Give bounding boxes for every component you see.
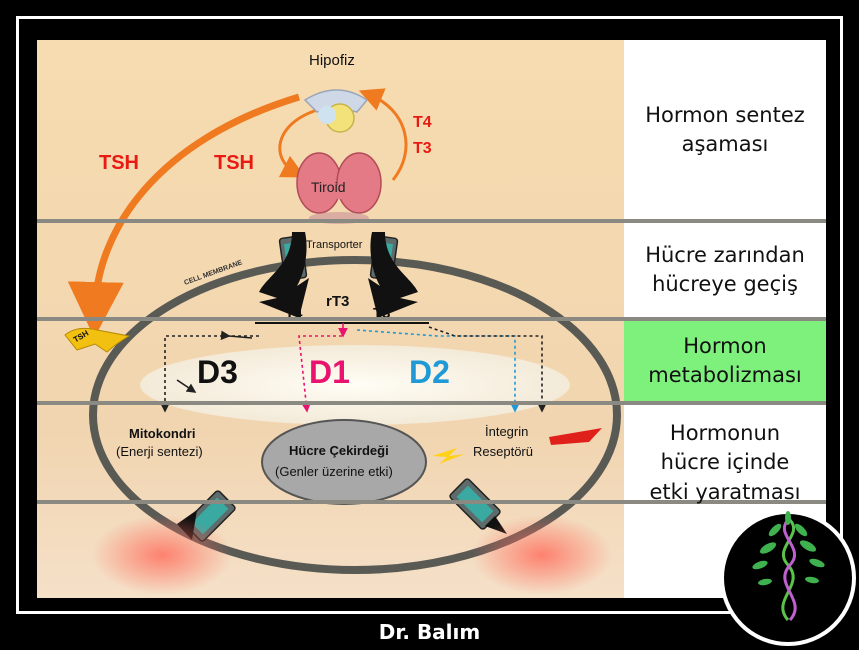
integrin-label-line2: Reseptörü bbox=[473, 444, 533, 459]
stage-transport: Hücre zarından hücreye geçiş bbox=[624, 225, 826, 315]
stage-effect-line2: hücre içinde bbox=[660, 450, 790, 475]
metabolism-glow bbox=[140, 345, 570, 425]
d1-label: D1 bbox=[309, 354, 350, 390]
tsh-left-label: TSH bbox=[99, 152, 139, 174]
stage-divider-3 bbox=[37, 401, 826, 405]
feedback-arrow bbox=[358, 88, 408, 181]
stage-divider-4 bbox=[37, 500, 826, 504]
stage-transport-line1: Hücre zarından bbox=[645, 242, 805, 267]
pituitary-icon bbox=[303, 89, 369, 133]
stage-effect-line3: etki yaratması bbox=[649, 479, 801, 504]
stage-metabolism-line2: metabolizması bbox=[648, 363, 802, 387]
mitochondria-subtitle: (Enerji sentezi) bbox=[116, 444, 203, 459]
pituitary-label: Hipofiz bbox=[309, 52, 355, 69]
tsh-short-arrow bbox=[278, 108, 318, 178]
t3-entry-arrow bbox=[368, 232, 418, 318]
d1-path bbox=[298, 335, 342, 413]
d3-label: D3 bbox=[197, 354, 238, 390]
rt3-label: rT3 bbox=[326, 293, 350, 310]
stage-synthesis: Hormon sentez aşaması bbox=[624, 70, 826, 190]
feedback-t3-label: T3 bbox=[413, 140, 432, 157]
tsh-long-arrow bbox=[67, 93, 301, 338]
cell-membrane bbox=[89, 256, 621, 574]
integrin-label-line1: İntegrin bbox=[485, 424, 529, 439]
lightning-icon bbox=[432, 448, 465, 464]
stage-divider-1 bbox=[37, 219, 826, 223]
footer-author: Dr. Balım bbox=[378, 620, 481, 644]
stage-transport-line2: hücreye geçiş bbox=[652, 272, 798, 296]
integrin-path bbox=[428, 326, 547, 413]
spray-right bbox=[472, 515, 612, 595]
d2-label: D2 bbox=[409, 354, 450, 390]
stage-metabolism-line1: Hormon bbox=[683, 333, 767, 358]
stage-divider-2 bbox=[37, 317, 826, 321]
stage-synthesis-line1: Hormon sentez bbox=[645, 102, 805, 127]
stage-synthesis-line2: aşaması bbox=[681, 132, 769, 156]
stage-metabolism: Hormon metabolizması bbox=[624, 321, 826, 401]
diagram-graphics: CELL MEMBRANE bbox=[64, 88, 621, 595]
d3-side-arrow bbox=[176, 379, 197, 393]
slide-panel: CELL MEMBRANE Hipofiz Tiroid TSH TSH T4 … bbox=[37, 40, 826, 598]
feedback-t4-label: T4 bbox=[413, 114, 432, 131]
tsh-mid-label: TSH bbox=[214, 152, 254, 174]
mitochondria-title: Mitokondri bbox=[129, 426, 196, 441]
stage-effect-line1: Hormonun bbox=[669, 420, 781, 445]
integrin-receptor-icon bbox=[549, 428, 602, 445]
d3-head bbox=[220, 330, 253, 341]
outer-frame bbox=[16, 16, 843, 614]
t4-entry-arrow bbox=[259, 232, 309, 318]
spray-left bbox=[92, 515, 232, 595]
nucleus-title: Hücre Çekirdeği bbox=[289, 443, 389, 458]
thyroid-label: Tiroid bbox=[311, 179, 346, 195]
nucleus bbox=[261, 419, 427, 505]
stage-effect: Hormonun hücre içinde etki yaratması bbox=[624, 408, 826, 518]
nucleus-subtitle: (Genler üzerine etki) bbox=[275, 464, 393, 479]
transporter-label: Transporter bbox=[306, 239, 363, 251]
tsh-receptor bbox=[64, 327, 131, 353]
